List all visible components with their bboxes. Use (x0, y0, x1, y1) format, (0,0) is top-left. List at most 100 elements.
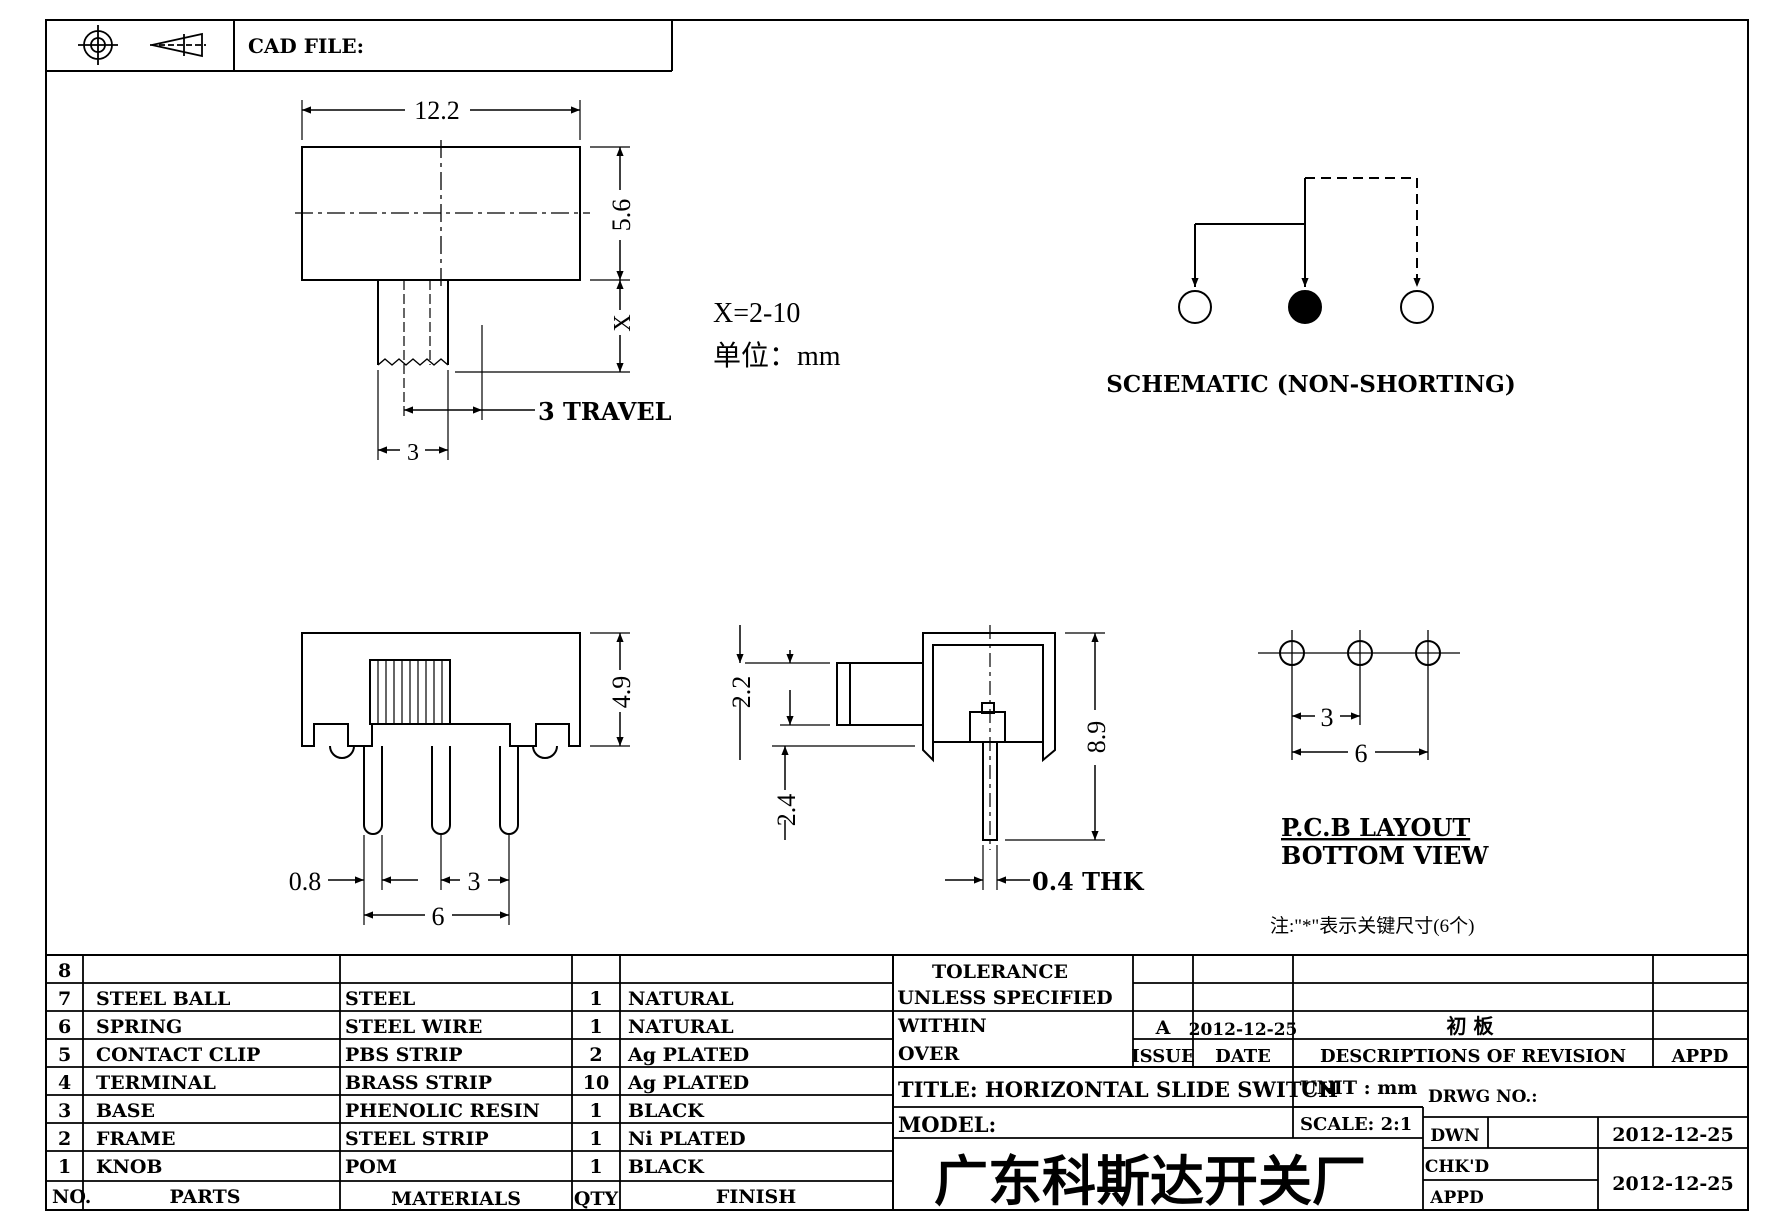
svg-text:1: 1 (589, 1016, 602, 1038)
svg-text:BRASS STRIP: BRASS STRIP (345, 1072, 492, 1094)
svg-text:3: 3 (58, 1100, 71, 1122)
svg-text:4: 4 (58, 1072, 71, 1094)
svg-text:MATERIALS: MATERIALS (391, 1188, 521, 1210)
front-view-dimensions (328, 633, 624, 919)
svg-text:8: 8 (58, 960, 71, 982)
title-block-grid (893, 955, 1748, 1210)
svg-text:FRAME: FRAME (96, 1128, 176, 1150)
within-label: WITHIN (897, 1015, 987, 1037)
dim-height-5-6: 5.6 (607, 199, 636, 232)
table-row: 4 TERMINAL BRASS STRIP 10 Ag PLATED (58, 1072, 749, 1094)
dim-knob-width: 3 (407, 440, 419, 466)
parts-table: 8 7 STEEL BALL STEEL 1 NATURAL 6 SPRING … (52, 960, 796, 1210)
svg-text:NATURAL: NATURAL (628, 1016, 734, 1038)
svg-text:Ag PLATED: Ag PLATED (627, 1044, 749, 1066)
unit-label: UNIT : mm (1300, 1077, 1417, 1099)
title-block: TOLERANCE UNLESS SPECIFIED WITHIN OVER A… (897, 961, 1734, 1213)
svg-text:BLACK: BLACK (628, 1156, 705, 1178)
table-row: 1 KNOB POM 1 BLACK (58, 1156, 705, 1178)
svg-text:Ag PLATED: Ag PLATED (627, 1072, 749, 1094)
note-key-dims: 注:"*"表示关键尺寸(6个) (1270, 915, 1474, 937)
svg-text:STEEL BALL: STEEL BALL (96, 988, 230, 1010)
schematic-caption: SCHEMATIC (NON-SHORTING) (1106, 371, 1515, 398)
descriptions-label: DESCRIPTIONS OF REVISION (1320, 1046, 1626, 1067)
pcb-subtitle: BOTTOM VIEW (1281, 841, 1489, 870)
drawing-title: TITLE: HORIZONTAL SLIDE SWITCH (898, 1077, 1338, 1102)
sheet-border (45, 19, 1749, 1211)
svg-text:FINISH: FINISH (716, 1186, 796, 1208)
table-row: 6 SPRING STEEL WIRE 1 NATURAL (58, 1016, 734, 1038)
svg-text:POM: POM (345, 1156, 397, 1178)
svg-text:SPRING: SPRING (96, 1016, 182, 1038)
dim-travel: 3 TRAVEL (538, 397, 672, 426)
svg-text:PBS STRIP: PBS STRIP (345, 1044, 463, 1066)
svg-text:1: 1 (58, 1156, 71, 1178)
date-label: DATE (1215, 1046, 1271, 1067)
svg-text:1: 1 (589, 1156, 602, 1178)
dim-pin-length: 2.4 (772, 794, 801, 827)
dim-width-12-2: 12.2 (414, 96, 460, 125)
svg-text:KNOB: KNOB (96, 1156, 163, 1178)
svg-text:QTY: QTY (574, 1188, 619, 1210)
svg-text:NATURAL: NATURAL (628, 988, 734, 1010)
rev-date-value: 2012-12-25 (1189, 1020, 1298, 1040)
chk-date: 2012-12-25 (1612, 1173, 1734, 1195)
svg-text:PARTS: PARTS (170, 1186, 241, 1208)
pcb-title: P.C.B LAYOUT (1281, 813, 1470, 842)
svg-text:STEEL WIRE: STEEL WIRE (345, 1016, 482, 1038)
dim-pcb-span: 6 (1355, 739, 1368, 768)
dim-total-height: 8.9 (1082, 721, 1111, 754)
svg-text:Ni PLATED: Ni PLATED (628, 1128, 746, 1150)
chkd-label: CHK'D (1425, 1157, 1490, 1177)
model-label: MODEL: (898, 1112, 996, 1137)
note-x-range: X=2-10 (713, 298, 800, 329)
scale-label: SCALE: 2:1 (1300, 1114, 1412, 1135)
front-view (301, 632, 630, 925)
dwn-date: 2012-12-25 (1612, 1124, 1734, 1146)
svg-text:CONTACT CLIP: CONTACT CLIP (96, 1044, 260, 1066)
rev-issue-value: A (1155, 1017, 1171, 1039)
pcb-layout (1258, 630, 1460, 760)
unless-specified-label: UNLESS SPECIFIED (897, 987, 1112, 1009)
dim-pin-width: 0.8 (289, 867, 322, 896)
dim-thickness: 0.4 THK (1032, 867, 1145, 896)
appd2-label: APPD (1429, 1188, 1484, 1208)
top-view-dimensions (302, 106, 624, 454)
svg-text:1: 1 (589, 1128, 602, 1150)
table-row: 8 (58, 960, 71, 982)
tolerance-label: TOLERANCE (932, 961, 1068, 983)
svg-text:5: 5 (58, 1044, 71, 1066)
table-header-row: NO. PARTS MATERIALS QTY FINISH (52, 1186, 796, 1210)
dim-pin-pitch: 3 (468, 867, 481, 896)
top-view (295, 100, 630, 460)
dim-front-height: 4.9 (607, 676, 636, 709)
dwn-label: DWN (1430, 1126, 1479, 1146)
table-row: 2 FRAME STEEL STRIP 1 Ni PLATED (58, 1128, 746, 1150)
dim-knob-height: 2.2 (727, 676, 756, 709)
issue-label: ISSUE (1131, 1046, 1194, 1067)
side-view (745, 625, 1105, 890)
cad-file-label: CAD FILE: (248, 34, 364, 58)
table-row: 3 BASE PHENOLIC RESIN 1 BLACK (58, 1100, 705, 1122)
svg-text:1: 1 (589, 988, 602, 1010)
company-name: 广东科斯达开关厂 (934, 1150, 1366, 1213)
rev-description-value: 初 板 (1447, 1014, 1495, 1038)
dim-pin-span: 6 (432, 902, 445, 931)
svg-text:NO.: NO. (52, 1186, 91, 1208)
svg-text:STEEL STRIP: STEEL STRIP (345, 1128, 489, 1150)
svg-text:TERMINAL: TERMINAL (96, 1072, 216, 1094)
dim-x: X (610, 314, 636, 331)
svg-text:PHENOLIC RESIN: PHENOLIC RESIN (345, 1100, 540, 1122)
svg-text:STEEL: STEEL (345, 988, 415, 1010)
drawing-number-label: DRWG NO.: (1428, 1087, 1538, 1107)
svg-text:BASE: BASE (96, 1100, 155, 1122)
svg-text:7: 7 (58, 988, 71, 1010)
parts-table-grid (46, 954, 1748, 1210)
first-angle-projection-icon (78, 25, 206, 65)
appd-label: APPD (1671, 1046, 1729, 1067)
table-row: 5 CONTACT CLIP PBS STRIP 2 Ag PLATED (58, 1044, 749, 1066)
svg-text:6: 6 (58, 1016, 71, 1038)
side-view-dimensions (736, 625, 1099, 884)
note-unit: 单位：mm (713, 340, 841, 372)
